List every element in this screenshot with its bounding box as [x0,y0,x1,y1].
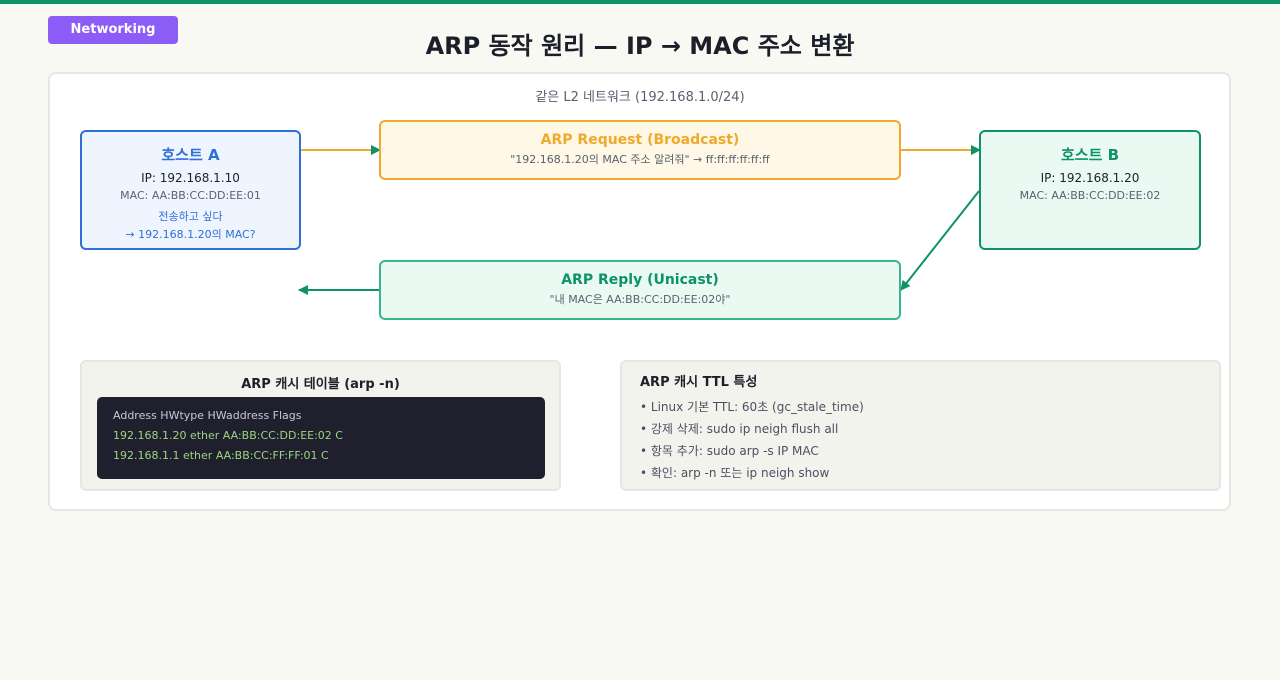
network-label: 같은 L2 네트워크 (192.168.1.0/24) [535,90,745,105]
arp-reply-box: ARP Reply (Unicast) "내 MAC은 AA:BB:CC:DD:… [379,260,901,320]
host-b-ip: IP: 192.168.1.20 [1040,171,1140,185]
host-a-ip: IP: 192.168.1.10 [141,171,240,185]
host-b-box: 호스트 B IP: 192.168.1.20 MAC: AA:BB:CC:DD:… [979,130,1201,250]
list-item: • Linux 기본 TTL: 60초 (gc_stale_time) [640,400,864,414]
terminal-row: 192.168.1.1 ether AA:BB:CC:FF:FF:01 C [113,449,329,462]
arp-reply-title: ARP Reply (Unicast) [561,272,719,288]
arp-cache-panel: ARP 캐시 테이블 (arp -n) Address HWtype HWadd… [80,360,561,491]
host-b-mac: MAC: AA:BB:CC:DD:EE:02 [1019,189,1161,202]
top-accent-bar [0,0,1280,4]
arp-ttl-panel: ARP 캐시 TTL 특성 • Linux 기본 TTL: 60초 (gc_st… [620,360,1221,491]
page-title: ARP 동작 원리 — IP → MAC 주소 변환 [425,32,855,60]
arp-ttl-title: ARP 캐시 TTL 특성 [640,375,758,390]
host-a-note-line2: → 192.168.1.20의 MAC? [125,228,256,241]
host-a-note: 전송하고 싶다 → 192.168.1.20의 MAC? [82,208,299,244]
host-b-title: 호스트 B [1060,146,1120,164]
host-a-note-line1: 전송하고 싶다 [158,210,223,223]
list-item: • 항목 추가: sudo arp -s IP MAC [640,444,819,458]
reply-arrow-b-to-box [900,190,980,291]
list-item: • 강제 삭제: sudo ip neigh flush all [640,422,839,436]
arp-ttl-list: • Linux 기본 TTL: 60초 (gc_stale_time) • 강제… [640,396,864,484]
host-a-mac: MAC: AA:BB:CC:DD:EE:01 [120,189,261,202]
arp-reply-detail: "내 MAC은 AA:BB:CC:DD:EE:02야" [549,293,731,306]
terminal-row: 192.168.1.20 ether AA:BB:CC:DD:EE:02 C [113,429,343,442]
category-badge: Networking [48,16,178,44]
terminal-header-row: Address HWtype HWaddress Flags [113,409,302,422]
list-item: • 확인: arp -n 또는 ip neigh show [640,466,830,480]
host-a-box: 호스트 A IP: 192.168.1.10 MAC: AA:BB:CC:DD:… [80,130,301,250]
arp-request-title: ARP Request (Broadcast) [540,132,740,148]
host-a-title: 호스트 A [161,146,220,164]
arp-cache-title: ARP 캐시 테이블 (arp -n) [241,377,400,392]
arp-request-box: ARP Request (Broadcast) "192.168.1.20의 M… [379,120,901,180]
arp-request-detail: "192.168.1.20의 MAC 주소 알려줘" → ff:ff:ff:ff… [510,153,770,166]
arp-cache-terminal: Address HWtype HWaddress Flags 192.168.1… [97,397,545,479]
